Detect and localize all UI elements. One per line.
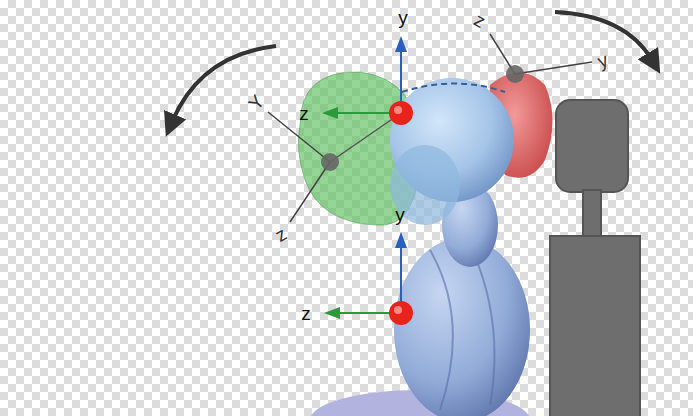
axis-label: z <box>272 223 290 244</box>
axis-label: y <box>595 49 610 70</box>
axis-label: z <box>299 104 309 123</box>
axis-label: y <box>398 8 408 27</box>
axis-label: z <box>471 9 489 30</box>
axis-label: z <box>301 304 311 323</box>
axis-label: Y <box>245 91 268 113</box>
axis-label: y <box>395 205 405 224</box>
